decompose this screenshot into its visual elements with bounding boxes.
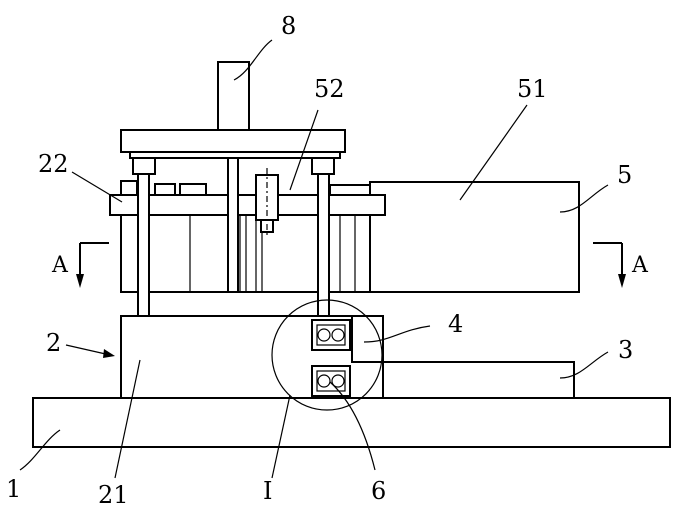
label-5: 5	[617, 161, 632, 189]
label-3: 3	[618, 336, 633, 364]
leader-22	[72, 172, 122, 202]
top-plate-lower	[130, 152, 340, 158]
label-section-a-right: A	[631, 253, 649, 278]
section-arrow-right	[618, 274, 626, 288]
leader-2	[66, 345, 110, 355]
guide-rod-right	[318, 170, 329, 316]
label-51: 51	[517, 75, 548, 103]
base-plate	[33, 398, 670, 447]
label-2: 2	[46, 329, 61, 357]
label-4: 4	[448, 310, 463, 338]
label-6: 6	[371, 477, 386, 505]
label-1: 1	[6, 475, 21, 503]
housing-box	[370, 182, 579, 292]
bushing-right	[312, 158, 334, 174]
slider-block	[352, 316, 383, 362]
slide-plate	[383, 362, 574, 398]
small-block	[121, 181, 137, 195]
label-52: 52	[314, 75, 345, 103]
label-22: 22	[38, 150, 69, 178]
middle-plate	[110, 195, 385, 215]
top-plate	[121, 130, 345, 152]
bushing-left	[133, 158, 155, 174]
label-21: 21	[98, 481, 129, 509]
label-detail-i: I	[263, 477, 272, 505]
small-block	[180, 184, 206, 195]
label-8: 8	[281, 12, 296, 40]
section-arrow-left	[76, 274, 84, 288]
label-section-a-left: A	[51, 253, 69, 278]
center-rod	[228, 152, 238, 292]
small-block	[330, 185, 370, 195]
guide-rod-left	[138, 170, 149, 316]
leader-2-arrow	[103, 349, 115, 358]
small-block	[155, 184, 175, 195]
